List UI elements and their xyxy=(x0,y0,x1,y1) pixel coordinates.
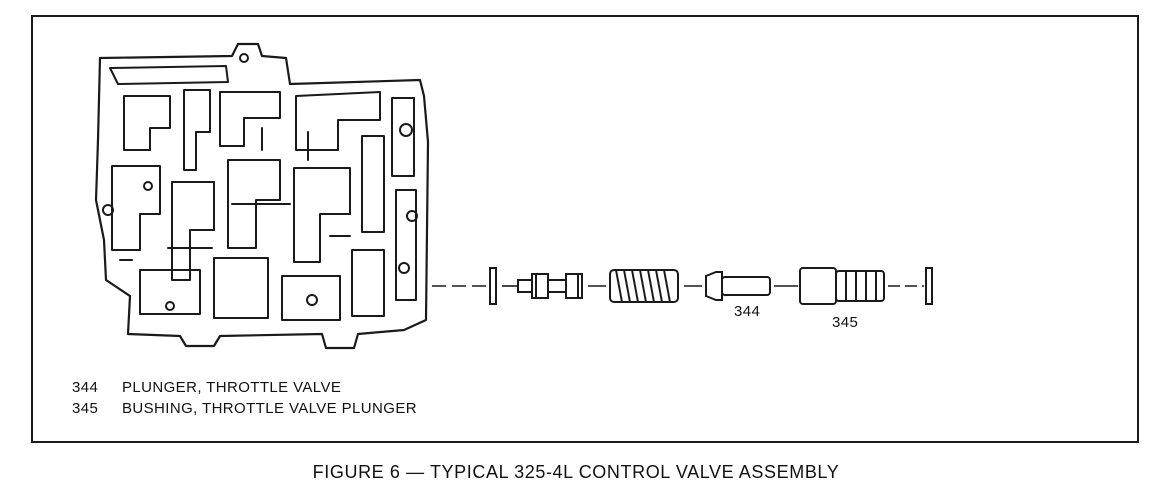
figure-frame xyxy=(31,15,1139,443)
throttle-valve xyxy=(517,273,583,299)
legend-description: PLUNGER, THROTTLE VALVE xyxy=(122,379,342,396)
legend-number: 344 xyxy=(72,379,99,396)
legend-row: 344 PLUNGER, THROTTLE VALVE xyxy=(72,377,417,398)
parts-legend: 344 PLUNGER, THROTTLE VALVE 345 BUSHING, T… xyxy=(72,377,417,419)
callout-345: 345 xyxy=(832,314,859,331)
retainer-clip-right xyxy=(925,267,933,305)
figure-caption: FIGURE 6 — TYPICAL 325-4L CONTROL VALVE … xyxy=(312,462,840,482)
valve-body-channels xyxy=(102,53,418,321)
retainer-clip-left xyxy=(489,267,497,305)
legend-number: 345 xyxy=(72,400,99,417)
valve-body-outline xyxy=(94,42,430,350)
legend-description: BUSHING, THROTTLE VALVE PLUNGER xyxy=(122,400,417,417)
plunger-344 xyxy=(705,271,771,301)
legend-row: 345 BUSHING, THROTTLE VALVE PLUNGER xyxy=(72,398,417,419)
spring xyxy=(609,269,679,303)
callout-344: 344 xyxy=(734,303,761,320)
bushing-345 xyxy=(799,267,885,305)
